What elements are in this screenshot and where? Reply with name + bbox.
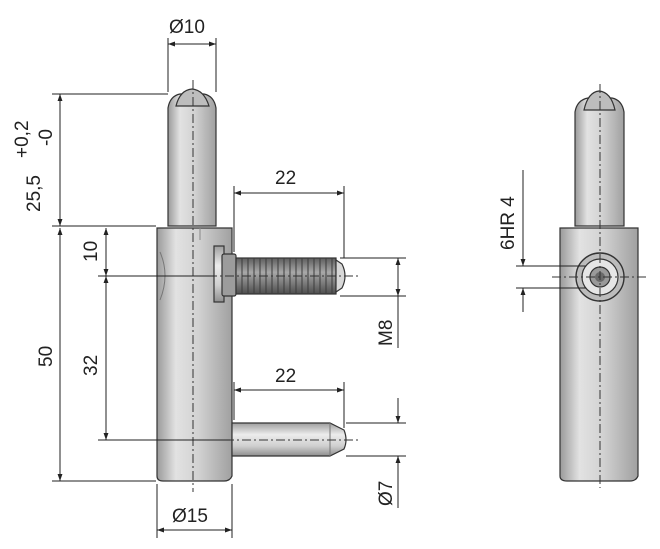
front-top-pin: [574, 97, 625, 227]
label-top-offset: 10: [81, 241, 102, 262]
label-pin-tol-upper: +0,2: [12, 120, 33, 158]
label-lower-pin-diameter: Ø7: [376, 481, 397, 506]
label-body-diameter: Ø15: [172, 506, 208, 527]
label-thread-length: 22: [275, 168, 296, 189]
label-lower-pin-length: 22: [275, 366, 296, 387]
label-body-length: 50: [36, 346, 57, 367]
label-thread-size: M8: [376, 320, 397, 346]
hinge-body: [156, 227, 233, 482]
threaded-stud: [235, 257, 337, 295]
dimensions-front-view: 6HR 4: [498, 170, 586, 312]
side-view: [156, 80, 360, 492]
label-pin-diameter: Ø10: [169, 17, 205, 38]
top-pin: [167, 93, 217, 227]
label-pin-length: 25,5: [24, 175, 45, 212]
label-pin-tol-lower: -0: [36, 129, 57, 146]
label-hex-socket: 6HR 4: [498, 196, 519, 250]
front-view: [552, 84, 648, 488]
label-pin-spacing: 32: [81, 355, 102, 376]
dimensions-side-view: Ø10 25,5 +0,2 -0 50 10 32 22 M8: [12, 17, 406, 538]
